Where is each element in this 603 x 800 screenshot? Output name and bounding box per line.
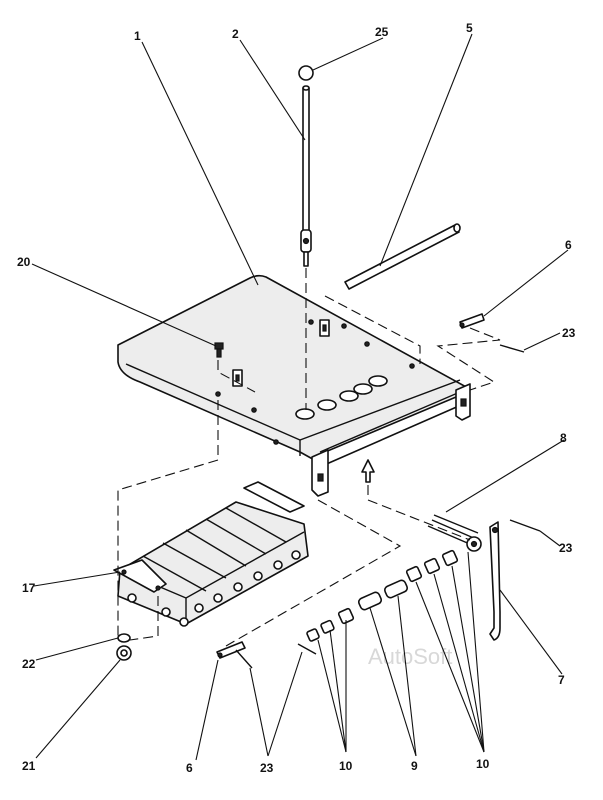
leader-lines	[31, 33, 569, 761]
nut	[116, 645, 132, 661]
shaft	[344, 223, 461, 290]
callout-23-mid: 23	[559, 541, 573, 555]
callout-10-right: 10	[476, 757, 490, 771]
cotter-pin-lower-right	[297, 643, 317, 655]
vertical-rod	[300, 85, 312, 267]
cotter-pin-lower-left	[235, 649, 253, 669]
main-tray	[117, 274, 471, 497]
watermark: AutoSoft	[368, 644, 452, 669]
callout-21: 21	[22, 759, 36, 773]
switch-block	[113, 481, 309, 627]
assembly-arrow	[361, 459, 375, 483]
callout-6-lower: 6	[186, 761, 193, 775]
washer	[117, 633, 131, 643]
callout-22: 22	[22, 657, 36, 671]
pin-lower	[216, 641, 246, 659]
callout-6-upper: 6	[565, 238, 572, 252]
spacer-rollers	[306, 536, 482, 642]
callout-23-lower: 23	[260, 761, 274, 775]
callout-8: 8	[560, 431, 567, 445]
callout-7: 7	[558, 673, 565, 687]
cotter-pin-upper	[499, 344, 525, 353]
ball-knob	[298, 65, 314, 81]
callout-25: 25	[375, 25, 389, 39]
callout-2: 2	[232, 27, 239, 41]
callout-10-left: 10	[339, 759, 353, 773]
assembly-guide-lines	[117, 268, 501, 647]
callout-numbers: 1 2 25 5 20 6 23 8 23 17 7 22 21 6 23 10…	[17, 21, 576, 775]
callout-5: 5	[466, 21, 473, 35]
callout-23-upper: 23	[562, 326, 576, 340]
cotter-pin-mid	[509, 519, 541, 532]
pin-upper	[459, 313, 485, 329]
spring-wires	[427, 514, 479, 546]
callout-1: 1	[134, 29, 141, 43]
lever-arm	[489, 521, 501, 641]
callout-9: 9	[411, 759, 418, 773]
callout-17: 17	[22, 581, 36, 595]
callout-20: 20	[17, 255, 31, 269]
